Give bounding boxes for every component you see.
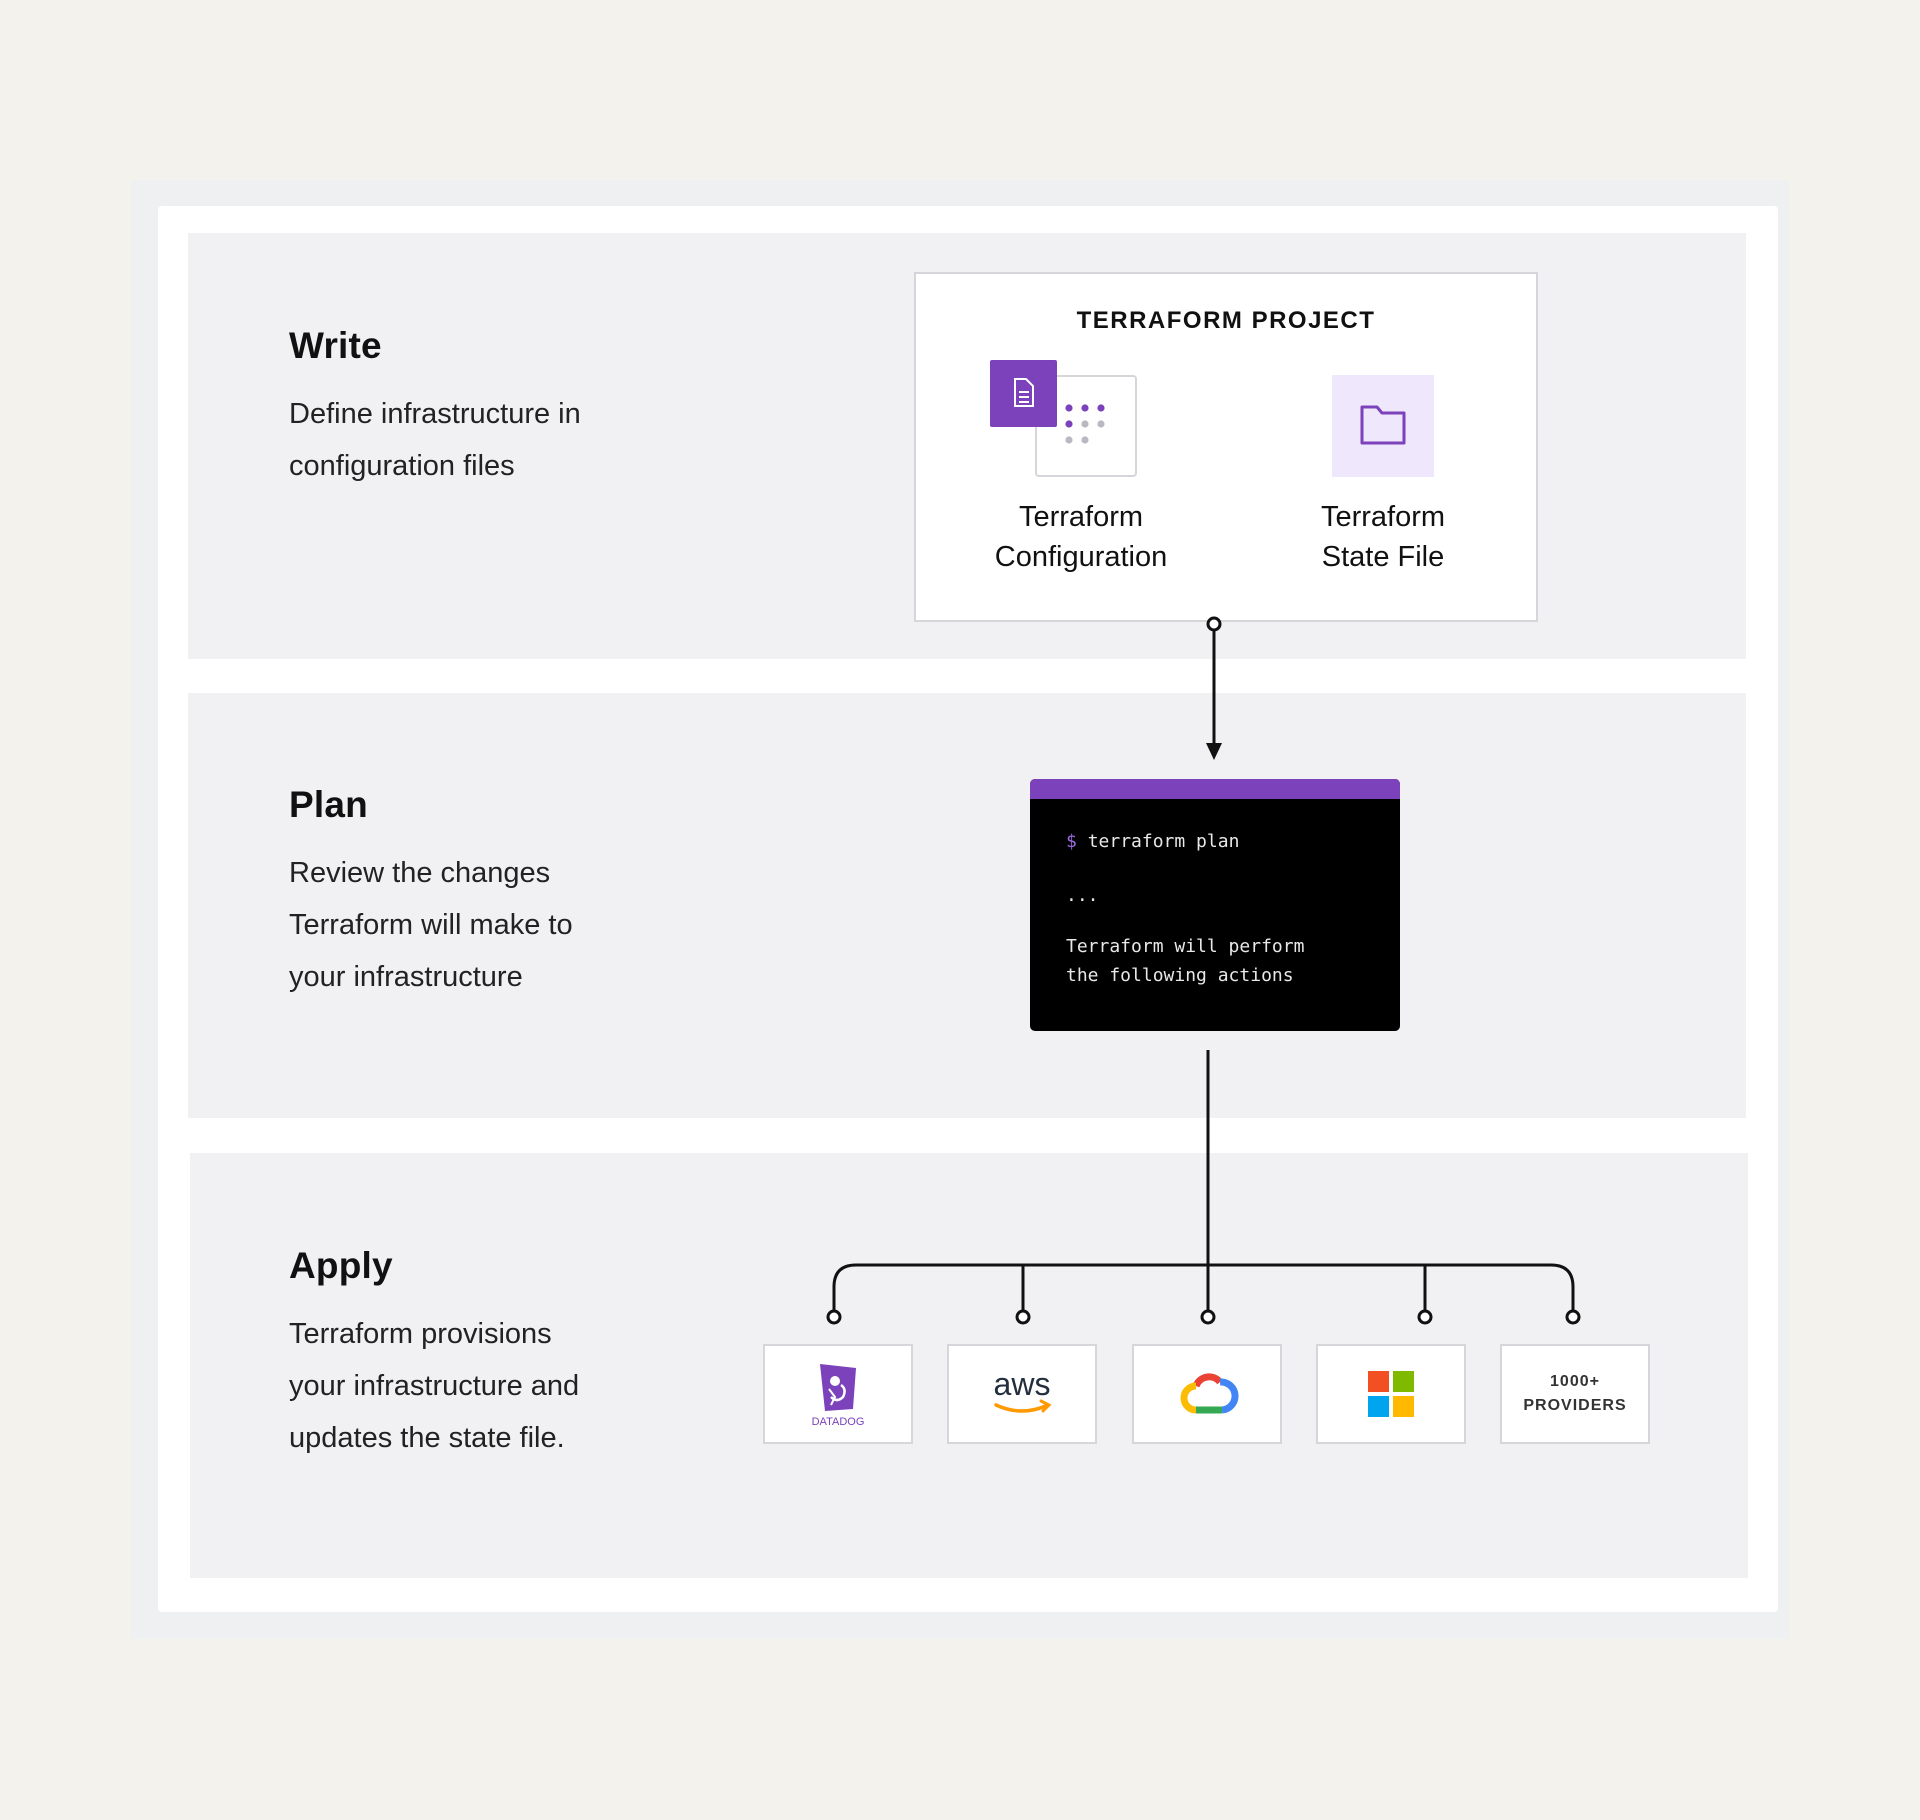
arrowhead-icon [1206, 743, 1222, 760]
datadog-wordmark: DATADOG [812, 1416, 865, 1428]
more-providers-label: 1000+ PROVIDERS [1523, 1370, 1626, 1418]
terraform-state-file-label: Terraform State File [1263, 497, 1503, 577]
plan-description-line: Terraform will make to [289, 909, 573, 941]
terminal-output-line: the following actions [1066, 965, 1294, 986]
providers-word: PROVIDERS [1523, 1397, 1627, 1414]
write-description-line: configuration files [289, 450, 515, 482]
state-file-label-line: Terraform [1320, 501, 1446, 533]
terminal-title-bar [1030, 779, 1400, 799]
apply-description-line: Terraform provisions [289, 1318, 552, 1350]
connector-start-node [1206, 616, 1222, 632]
terminal-window: $ terraform plan ... Terraform will perf… [1030, 779, 1400, 1031]
plan-description: Review the changes Terraform will make t… [289, 847, 689, 1003]
provider-node [1417, 1309, 1433, 1325]
terminal-command: terraform plan [1087, 831, 1240, 852]
provider-node [1200, 1309, 1216, 1325]
google-cloud-logo-icon [1180, 1373, 1239, 1414]
provider-node [826, 1309, 842, 1325]
plan-title: Plan [289, 784, 368, 825]
aws-wordmark: aws [994, 1366, 1051, 1402]
terraform-project-box [914, 272, 1538, 622]
provider-node [1565, 1309, 1581, 1325]
microsoft-logo-icon [1368, 1371, 1414, 1417]
provider-microsoft [1316, 1344, 1466, 1444]
write-description-line: Define infrastructure in [289, 398, 581, 430]
terraform-project-title: TERRAFORM PROJECT [1076, 307, 1376, 334]
write-title: Write [289, 325, 382, 366]
state-file-label-line: State File [1321, 541, 1445, 573]
terraform-configuration-label: Terraform Configuration [961, 497, 1201, 577]
apply-title: Apply [289, 1245, 393, 1286]
provider-aws: aws [947, 1344, 1097, 1444]
provider-google-cloud [1132, 1344, 1282, 1444]
terminal-command-line: $ terraform plan [1066, 831, 1239, 852]
plan-section [188, 693, 1746, 1118]
provider-node [1015, 1309, 1031, 1325]
plan-description-line: your infrastructure [289, 961, 523, 993]
plan-description-line: Review the changes [289, 857, 551, 889]
providers-count: 1000+ [1550, 1373, 1600, 1390]
write-description: Define infrastructure in configuration f… [289, 388, 689, 492]
folder-icon [1332, 375, 1434, 477]
aws-logo-icon: aws [994, 1366, 1052, 1413]
terminal-ellipsis: ... [1066, 885, 1099, 906]
terraform-configuration-icon [990, 360, 1137, 477]
configuration-label-line: Terraform [1018, 501, 1144, 533]
apply-description-line: your infrastructure and [289, 1370, 580, 1402]
provider-branch-line [832, 1263, 1575, 1311]
apply-description: Terraform provisions your infrastructure… [289, 1308, 689, 1464]
terminal-output-line: Terraform will perform [1066, 936, 1305, 957]
datadog-logo-icon: DATADOG [812, 1364, 865, 1428]
terminal-prompt: $ [1066, 831, 1077, 852]
apply-description-line: updates the state file. [289, 1422, 565, 1454]
configuration-label-line: Configuration [994, 541, 1168, 573]
provider-datadog: DATADOG [763, 1344, 913, 1444]
provider-more: 1000+ PROVIDERS [1500, 1344, 1650, 1444]
